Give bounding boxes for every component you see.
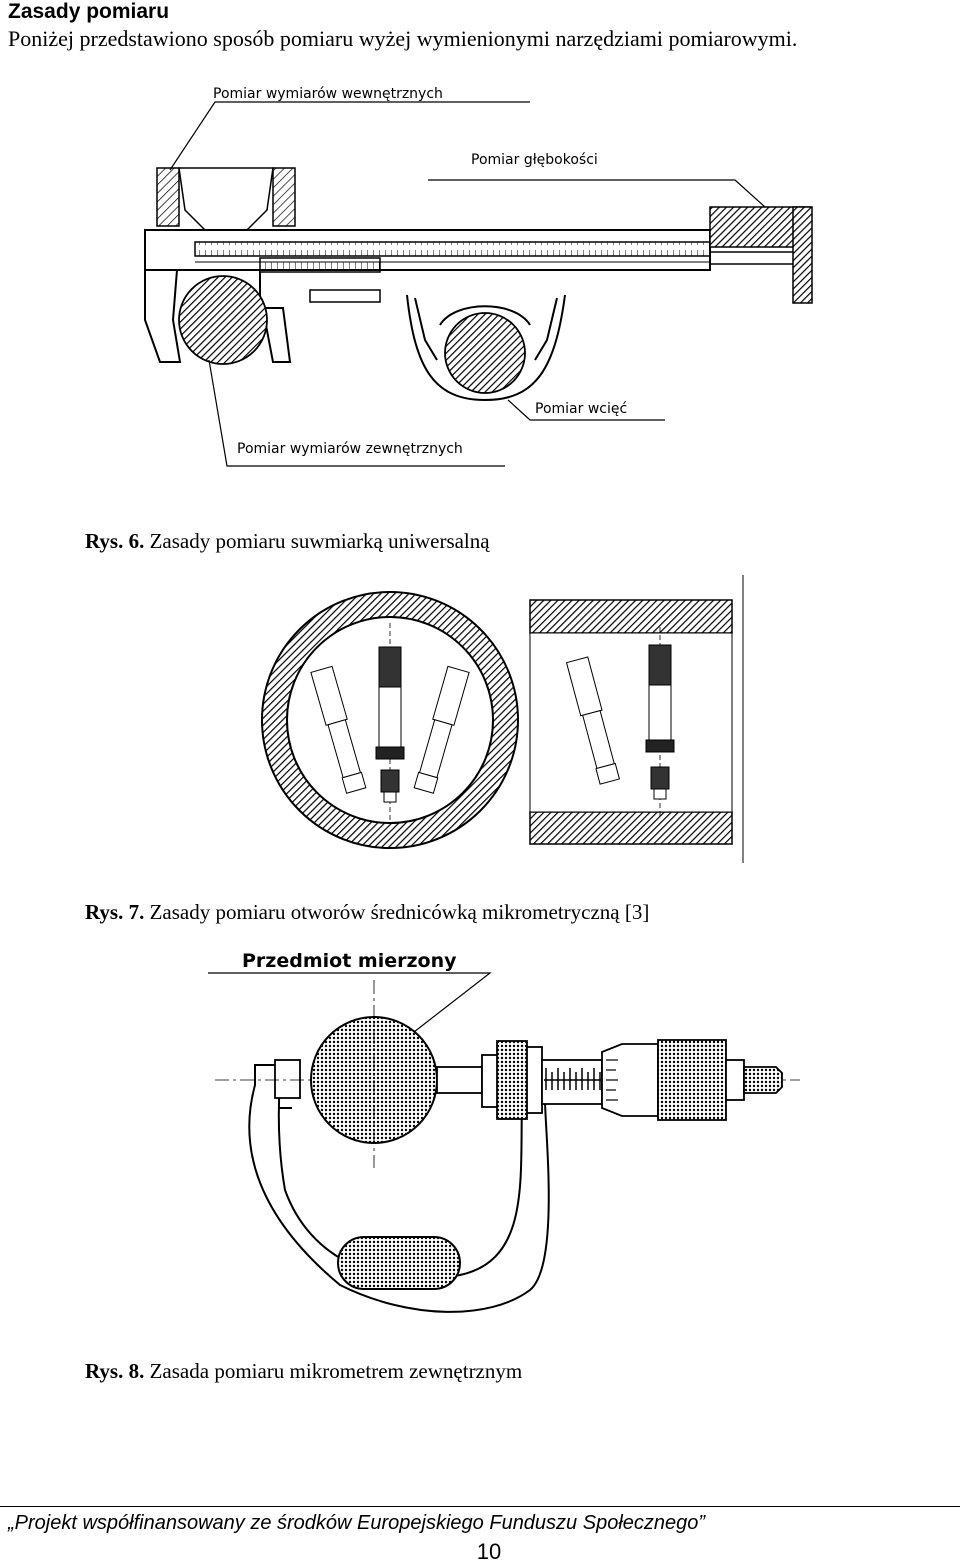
- bore-wall-top: [529, 599, 733, 634]
- callout-object: Przedmiot mierzony: [242, 950, 457, 972]
- bore-gauge-center: [375, 623, 405, 820]
- internal-jaw-right: [272, 167, 296, 227]
- sleeve: [541, 1059, 603, 1105]
- figure-8-label: Rys. 8.: [85, 1359, 145, 1383]
- footer-funding-note: „Projekt współfinansowany ze środków Eur…: [8, 1512, 706, 1534]
- groove-workpiece: [444, 312, 526, 394]
- figure-6-caption: Rys. 6. Zasady pomiaru suwmiarką uniwers…: [85, 529, 490, 554]
- spindle: [436, 1066, 483, 1094]
- ratchet-stop: [743, 1066, 783, 1094]
- anvil: [274, 1059, 301, 1099]
- main-scale: [194, 241, 711, 257]
- figure-7-caption: Rys. 7. Zasady pomiaru otworów średniców…: [85, 900, 649, 925]
- bore-gauge-tilted-left: [310, 665, 367, 794]
- bore-wall-bottom: [529, 811, 733, 845]
- bore-gauge-tilted-right: [413, 665, 470, 794]
- figure-6-label: Rys. 6.: [85, 529, 145, 553]
- ratchet-knob: [657, 1039, 727, 1121]
- vernier-scale: [259, 257, 381, 273]
- figure-8-caption: Rys. 8. Zasada pomiaru mikrometrem zewnę…: [85, 1359, 522, 1384]
- callout-external: Pomiar wymiarów zewnętrznych: [237, 441, 463, 457]
- figure-6-text: Zasady pomiaru suwmiarką uniwersalną: [149, 529, 490, 553]
- bore-gauge-tilted: [565, 656, 621, 785]
- footer-divider: [0, 1506, 960, 1507]
- figure-7-text: Zasady pomiaru otworów średnicówką mikro…: [149, 900, 650, 924]
- insulating-grip: [337, 1236, 461, 1290]
- lock-nut: [496, 1040, 528, 1120]
- intro-paragraph: Poniżej przedstawiono sposób pomiaru wyż…: [8, 26, 798, 51]
- callout-depth: Pomiar głębokości: [471, 152, 598, 168]
- callout-internal: Pomiar wymiarów wewnętrznych: [213, 86, 443, 102]
- bore-gauge-straight: [645, 627, 675, 817]
- internal-jaw-left: [156, 167, 180, 227]
- measured-shaft: [178, 275, 268, 365]
- figure-7-label: Rys. 7.: [85, 900, 145, 924]
- callout-grooves: Pomiar wcięć: [535, 401, 627, 417]
- micrometer-figure: Przedmiot mierzony: [208, 950, 800, 1313]
- figure-8-text: Zasada pomiaru mikrometrem zewnętrznym: [149, 1359, 523, 1383]
- caliper-figure: Pomiar wymiarów wewnętrznych Pomiar głęb…: [144, 86, 813, 467]
- section-heading: Zasady pomiaru: [8, 0, 170, 23]
- external-jaw-fixed: [144, 269, 182, 363]
- bore-gauge-figure: [261, 575, 744, 863]
- page-number: 10: [476, 1539, 502, 1564]
- groove-jaws: [406, 294, 566, 402]
